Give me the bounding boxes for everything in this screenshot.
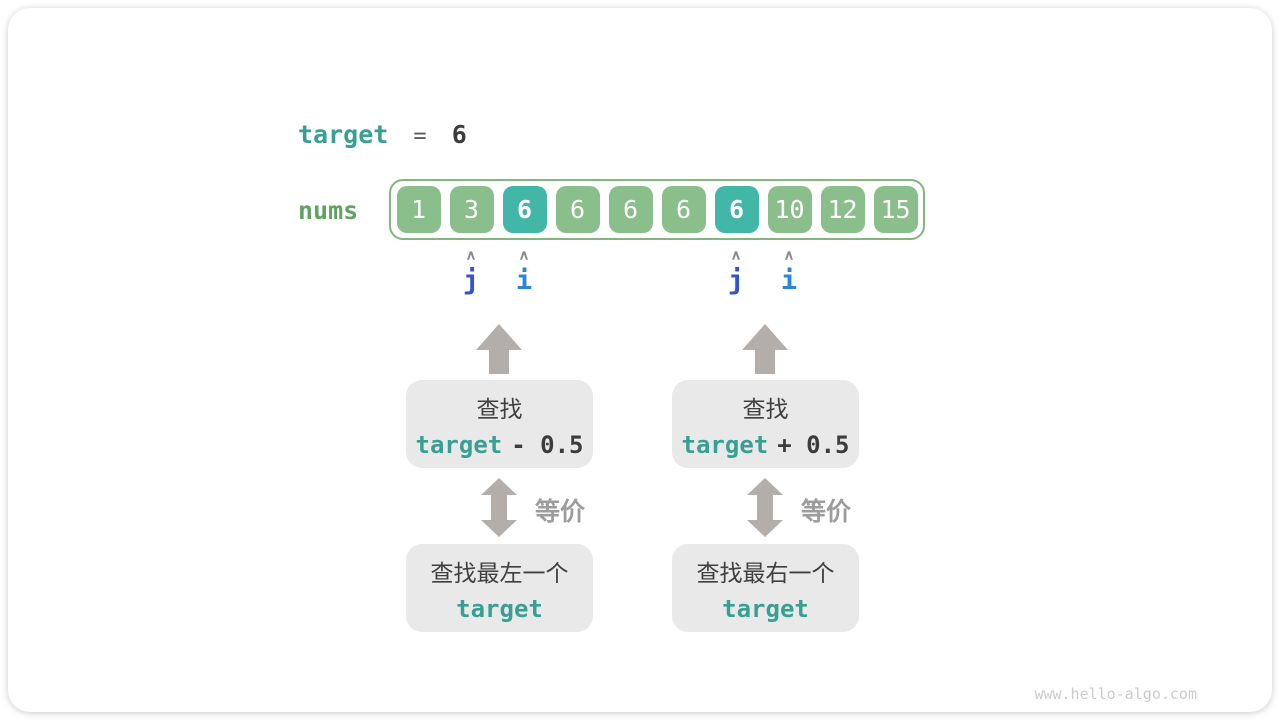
caret-up-icon: ∧ [465, 247, 477, 264]
array-cell: 6 [555, 186, 600, 233]
search-label: 查找 [476, 395, 523, 422]
rightmost-label: 查找最右一个 [696, 559, 835, 586]
array-cell: 3 [449, 186, 494, 233]
array-cell-highlighted: 6 [502, 186, 547, 233]
pointer-j: ∧j [451, 248, 491, 294]
double-arrow-vertical-icon [481, 478, 517, 537]
pointer-i: ∧i [504, 248, 544, 294]
expression-operator: - 0.5 [511, 430, 584, 459]
pointer-label: j [462, 265, 480, 296]
rightmost-target-box: 查找最右一个 target [672, 544, 859, 632]
pointer-i: ∧i [769, 248, 809, 294]
target-assignment: target = 6 [298, 120, 467, 149]
search-minus-box: 查找 target - 0.5 [406, 380, 593, 468]
target-value: 6 [451, 120, 467, 149]
double-arrow-vertical-icon [747, 478, 783, 537]
target-keyword: target [681, 430, 769, 459]
search-expression: target + 0.5 [682, 431, 850, 459]
expression-operator: + 0.5 [777, 430, 850, 459]
caret-up-icon: ∧ [518, 247, 530, 264]
search-plus-box: 查找 target + 0.5 [672, 380, 859, 468]
array-cell: 15 [873, 186, 918, 233]
array-cell: 12 [820, 186, 865, 233]
array-cell: 6 [608, 186, 653, 233]
target-keyword: target [456, 594, 543, 623]
target-keyword: target [415, 430, 503, 459]
search-label: 查找 [742, 395, 789, 422]
block-arrow-up-icon [476, 324, 522, 374]
block-arrow-up-icon [742, 324, 788, 374]
leftmost-target-box: 查找最左一个 target [406, 544, 593, 632]
equals-sign: = [413, 124, 427, 149]
caret-up-icon: ∧ [730, 247, 742, 264]
pointer-label: i [780, 265, 798, 296]
target-keyword: target [722, 594, 809, 623]
array-cell-highlighted: 6 [714, 186, 759, 233]
pointer-label: j [727, 265, 745, 296]
pointer-j: ∧j [716, 248, 756, 294]
pointer-label: i [515, 265, 533, 296]
array-cell: 10 [767, 186, 812, 233]
nums-label: nums [298, 196, 359, 225]
array-cell: 1 [396, 186, 441, 233]
array-cell: 6 [661, 186, 706, 233]
caret-up-icon: ∧ [783, 247, 795, 264]
watermark: www.hello-algo.com [1034, 685, 1197, 703]
target-keyword: target [298, 120, 389, 149]
leftmost-label: 查找最左一个 [430, 559, 569, 586]
search-expression: target - 0.5 [416, 431, 584, 459]
equivalence-label: 等价 [801, 498, 852, 526]
equivalence-label: 等价 [535, 498, 586, 526]
